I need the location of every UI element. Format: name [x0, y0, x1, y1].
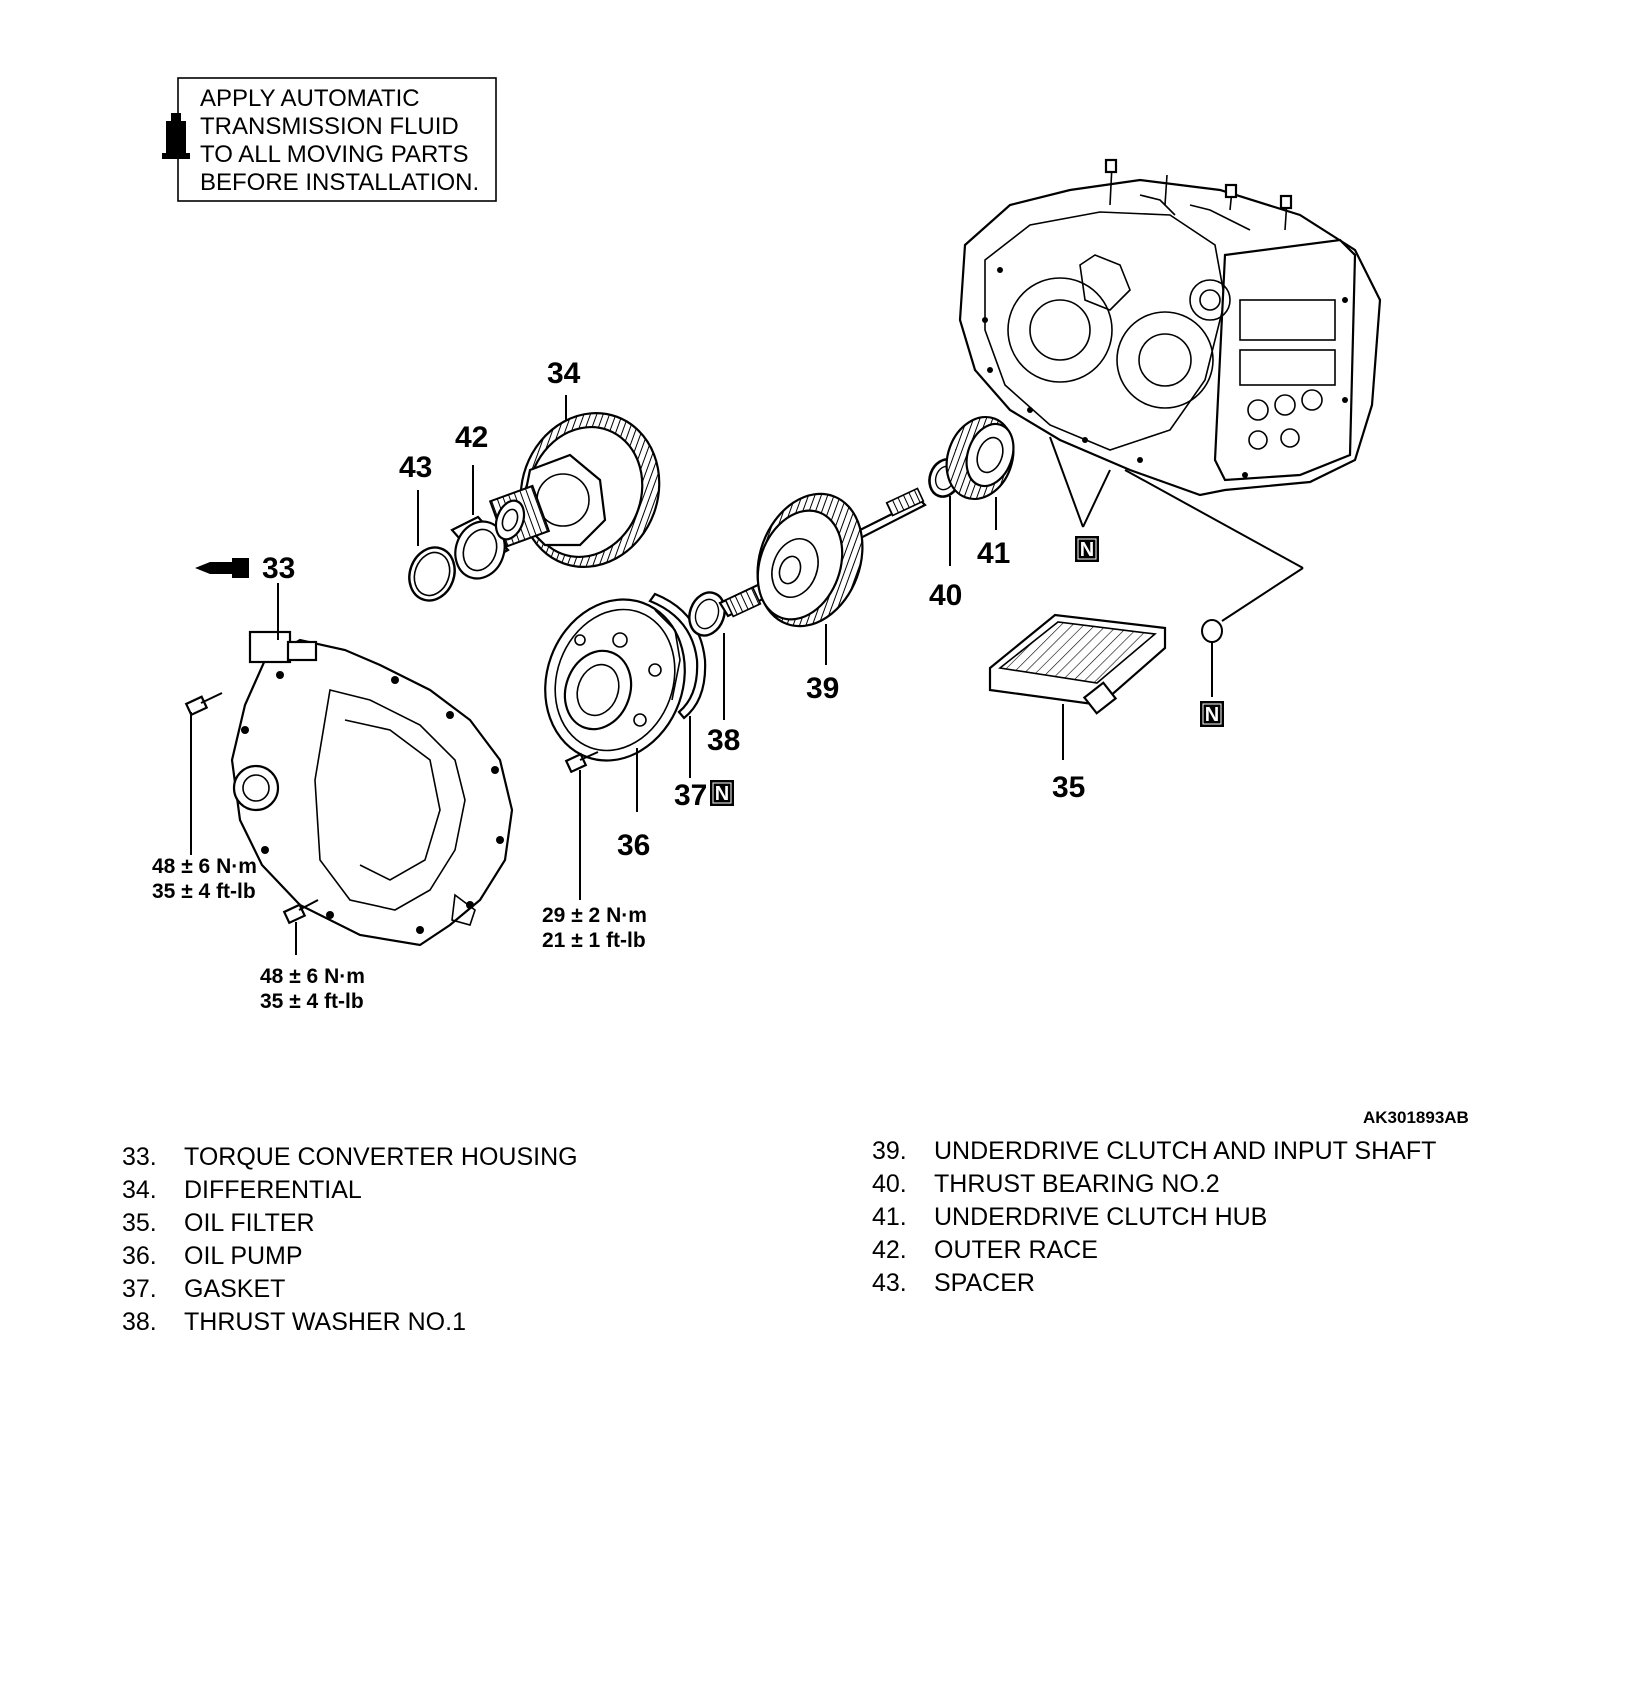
- differential-part: [488, 412, 661, 568]
- legend-name: THRUST WASHER NO.1: [184, 1308, 466, 1336]
- legend-number: 41.: [872, 1203, 907, 1231]
- legend-number: 38.: [122, 1308, 157, 1336]
- torque-housing-lower-nm: 48 ± 6 N·m: [260, 965, 365, 988]
- torque-spec-housing-upper: 48 ± 6 N·m 35 ± 4 ft-lb: [152, 855, 257, 903]
- callout-39: 39: [806, 672, 839, 705]
- legend-number: 43.: [872, 1269, 907, 1297]
- legend-number: 40.: [872, 1170, 907, 1198]
- legend-item: 33. TORQUE CONVERTER HOUSING: [122, 1141, 578, 1174]
- legend-number: 33.: [122, 1143, 157, 1171]
- legend-item: 35. OIL FILTER: [122, 1207, 578, 1240]
- legend-name: THRUST BEARING NO.2: [934, 1170, 1220, 1198]
- oil-pump-part: [544, 598, 686, 762]
- torque-spec-oil-pump: 29 ± 2 N·m 21 ± 1 ft-lb: [542, 904, 647, 952]
- callout-41: 41: [977, 537, 1010, 570]
- callout-35: 35: [1052, 771, 1085, 804]
- legend-name: GASKET: [184, 1275, 286, 1303]
- callout-42: 42: [455, 421, 488, 454]
- legend-number: 42.: [872, 1236, 907, 1264]
- torque-spec-housing-lower: 48 ± 6 N·m 35 ± 4 ft-lb: [260, 965, 365, 1013]
- legend-item: 36. OIL PUMP: [122, 1240, 578, 1273]
- legend-item: 37. GASKET: [122, 1273, 578, 1306]
- legend-name: UNDERDRIVE CLUTCH HUB: [934, 1203, 1268, 1231]
- housing-bolt-upper: [184, 692, 223, 717]
- parts-legend-right: 39. UNDERDRIVE CLUTCH AND INPUT SHAFT 40.…: [872, 1135, 1436, 1300]
- new-part-mark: N: [715, 783, 729, 805]
- housing-bolt-lower: [282, 899, 319, 925]
- legend-number: 35.: [122, 1209, 157, 1237]
- legend-item: 42. OUTER RACE: [872, 1234, 1436, 1267]
- new-part-mark: N: [1080, 539, 1094, 561]
- spacer-part: [408, 546, 456, 602]
- outer-race-part: [450, 515, 510, 580]
- oil-filter-part: [988, 613, 1167, 715]
- thrust-washer-part: [688, 591, 726, 637]
- new-part-badge-gasket: N: [710, 780, 734, 806]
- legend-number: 36.: [122, 1242, 157, 1270]
- legend-number: 34.: [122, 1176, 157, 1204]
- torque-housing-upper-nm: 48 ± 6 N·m: [152, 855, 257, 878]
- legend-item: 41. UNDERDRIVE CLUTCH HUB: [872, 1201, 1436, 1234]
- note-line-4: BEFORE INSTALLATION.: [200, 169, 479, 196]
- legend-item: 43. SPACER: [872, 1267, 1436, 1300]
- legend-name: SPACER: [934, 1269, 1035, 1297]
- torque-converter-housing-part: [230, 630, 514, 947]
- callout-40: 40: [929, 579, 962, 612]
- legend-name: UNDERDRIVE CLUTCH AND INPUT SHAFT: [934, 1137, 1437, 1165]
- sealant-tube-icon: [195, 558, 249, 578]
- callout-labels: 33 34 35 36 37 38 39 40 41 42 43: [262, 357, 1085, 862]
- leader-lines: [190, 395, 1304, 955]
- callout-36: 36: [617, 829, 650, 862]
- fluid-bottle-icon: [162, 113, 190, 159]
- oil-pump-bolt: [564, 751, 599, 774]
- callout-37: 37: [674, 779, 707, 812]
- new-part-badge-o-ring: N: [1200, 701, 1224, 727]
- legend-name: TORQUE CONVERTER HOUSING: [184, 1143, 578, 1171]
- torque-housing-lower-ftlb: 35 ± 4 ft-lb: [260, 990, 364, 1013]
- legend-item: 40. THRUST BEARING NO.2: [872, 1168, 1436, 1201]
- torque-oil-pump-ftlb: 21 ± 1 ft-lb: [542, 929, 646, 952]
- callout-34: 34: [547, 357, 581, 390]
- torque-oil-pump-nm: 29 ± 2 N·m: [542, 904, 647, 927]
- callout-38: 38: [707, 724, 740, 757]
- parts-legend-left: 33. TORQUE CONVERTER HOUSING 34. DIFFERENT…: [122, 1141, 578, 1339]
- note-line-1: APPLY AUTOMATIC: [200, 85, 420, 112]
- legend-name: OUTER RACE: [934, 1236, 1098, 1264]
- transmission-case: [958, 158, 1382, 497]
- legend-name: DIFFERENTIAL: [184, 1176, 362, 1204]
- note-line-2: TRANSMISSION FLUID: [200, 113, 459, 140]
- legend-name: OIL PUMP: [184, 1242, 303, 1270]
- new-part-mark: N: [1205, 704, 1219, 726]
- legend-item: 39. UNDERDRIVE CLUTCH AND INPUT SHAFT: [872, 1135, 1436, 1168]
- legend-item: 34. DIFFERENTIAL: [122, 1174, 578, 1207]
- legend-item: 38. THRUST WASHER NO.1: [122, 1306, 578, 1339]
- underdrive-clutch-hub-part: [945, 415, 1015, 501]
- torque-housing-upper-ftlb: 35 ± 4 ft-lb: [152, 880, 256, 903]
- legend-name: OIL FILTER: [184, 1209, 315, 1237]
- underdrive-clutch-input-shaft-part: [718, 487, 927, 628]
- atf-note-box: APPLY AUTOMATIC TRANSMISSION FLUID TO AL…: [162, 77, 497, 202]
- new-part-badge-case: N: [1075, 536, 1099, 562]
- callout-43: 43: [399, 451, 432, 484]
- o-ring-part: [1201, 619, 1223, 643]
- legend-number: 39.: [872, 1137, 907, 1165]
- callout-33: 33: [262, 552, 295, 585]
- note-line-3: TO ALL MOVING PARTS: [200, 141, 469, 168]
- figure-id: AK301893AB: [1363, 1108, 1469, 1127]
- legend-number: 37.: [122, 1275, 157, 1303]
